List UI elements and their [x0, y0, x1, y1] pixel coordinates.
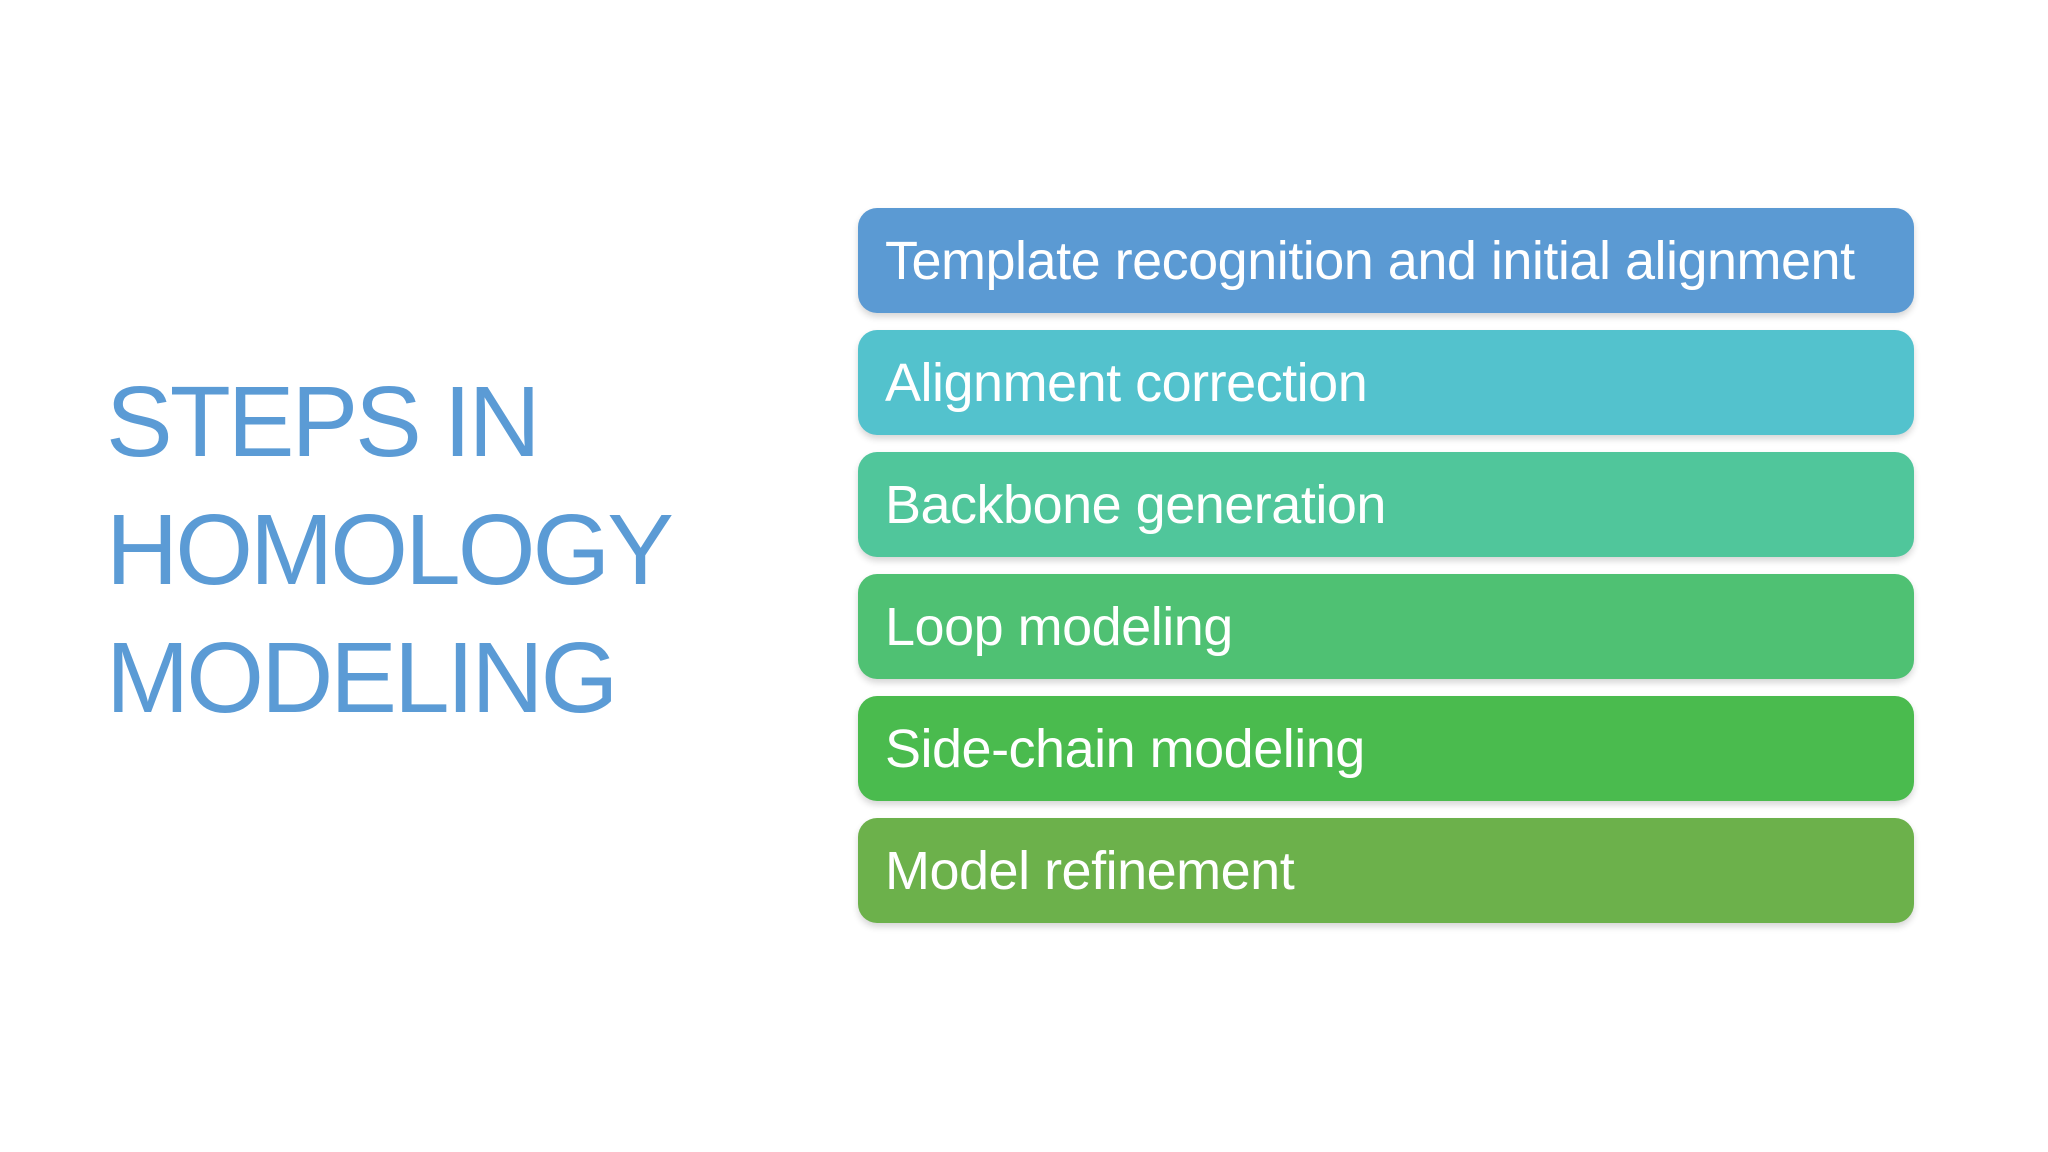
step-item-side-chain-modeling: Side-chain modeling	[858, 696, 1914, 801]
step-item-template-recognition: Template recognition and initial alignme…	[858, 208, 1914, 313]
title-line-1: STEPS IN	[106, 366, 541, 478]
step-label: Backbone generation	[885, 474, 1386, 535]
step-label: Model refinement	[885, 840, 1295, 901]
step-label: Alignment correction	[885, 352, 1368, 413]
step-label: Side-chain modeling	[885, 718, 1365, 779]
step-label: Template recognition and initial alignme…	[885, 230, 1855, 291]
step-label: Loop modeling	[885, 596, 1233, 657]
step-item-model-refinement: Model refinement	[858, 818, 1914, 923]
title-line-3: MODELING	[106, 622, 618, 734]
step-item-alignment-correction: Alignment correction	[858, 330, 1914, 435]
title-line-2: HOMOLOGY	[106, 494, 674, 606]
slide-title: STEPS IN HOMOLOGY MODELING	[106, 358, 674, 742]
step-item-loop-modeling: Loop modeling	[858, 574, 1914, 679]
step-item-backbone-generation: Backbone generation	[858, 452, 1914, 557]
steps-list: Template recognition and initial alignme…	[858, 208, 1914, 923]
